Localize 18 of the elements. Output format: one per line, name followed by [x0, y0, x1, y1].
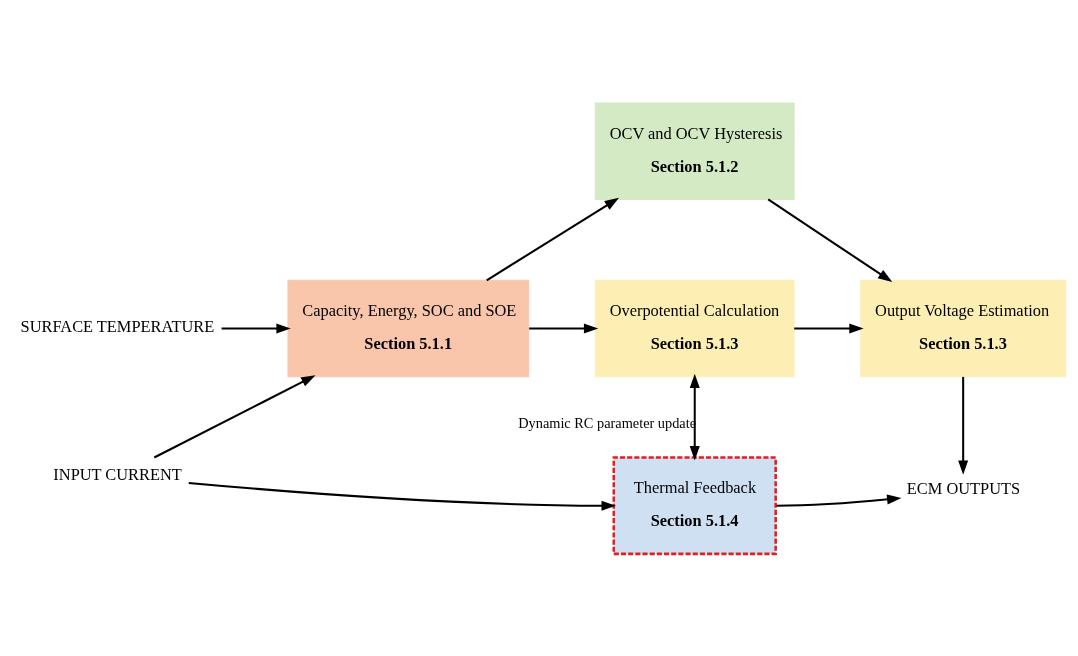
arrow	[188, 481, 616, 511]
arrow	[529, 322, 599, 334]
arrow	[689, 373, 700, 460]
arrow	[767, 198, 893, 282]
node-box: Thermal Feedback Section 5.1.4	[612, 455, 777, 555]
node-box: Output Voltage Estimation Section 5.1.3	[860, 279, 1067, 377]
node-text: ECM OUTPUTS	[906, 478, 1021, 498]
arrow	[794, 322, 864, 334]
arrow	[958, 376, 969, 475]
arrow	[221, 322, 291, 334]
arrow	[776, 493, 902, 507]
node-text: SURFACE TEMPERATURE	[20, 316, 215, 336]
node-text: INPUT CURRENT	[53, 464, 182, 484]
arrow	[153, 374, 316, 458]
node-box: OCV and OCV Hysteresis Section 5.1.2	[594, 102, 795, 200]
arrow	[486, 197, 620, 281]
node-box: Capacity, Energy, SOC and SOE Section 5.1.1	[287, 279, 530, 377]
node-box: Overpotential Calculation Section 5.1.3	[594, 279, 795, 377]
